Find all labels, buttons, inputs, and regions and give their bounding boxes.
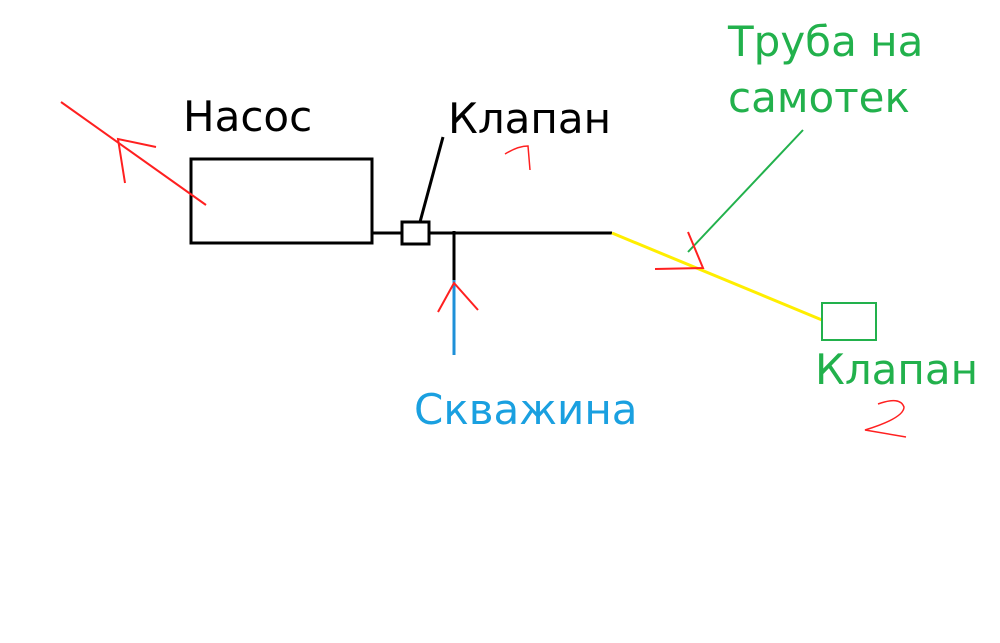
pump-label: Насос xyxy=(183,92,312,141)
borehole-flow-arrow xyxy=(437,281,479,313)
pump-box xyxy=(189,157,374,245)
gravity-pipe-label-line2: самотек xyxy=(728,73,910,122)
gravity-flow-arrow xyxy=(654,231,705,270)
gravity-pipe-leader xyxy=(687,129,804,253)
pump-outflow-arrow-head xyxy=(116,137,157,184)
valve-1-leader xyxy=(418,136,445,223)
gravity-pipe-label-line1: Труба на xyxy=(727,17,923,66)
borehole-label: Скважина xyxy=(414,385,638,434)
valve-2-symbol xyxy=(821,302,877,341)
valve-1-symbol xyxy=(400,220,431,246)
valve-1-label: Клапан xyxy=(448,94,611,143)
pump-outflow-arrow-shaft xyxy=(60,101,207,206)
valve-2-number-mark xyxy=(864,399,907,438)
valve-2-label: Клапан xyxy=(815,345,978,394)
gravity-pipe xyxy=(611,231,823,322)
valve-1-number-mark xyxy=(504,145,531,171)
